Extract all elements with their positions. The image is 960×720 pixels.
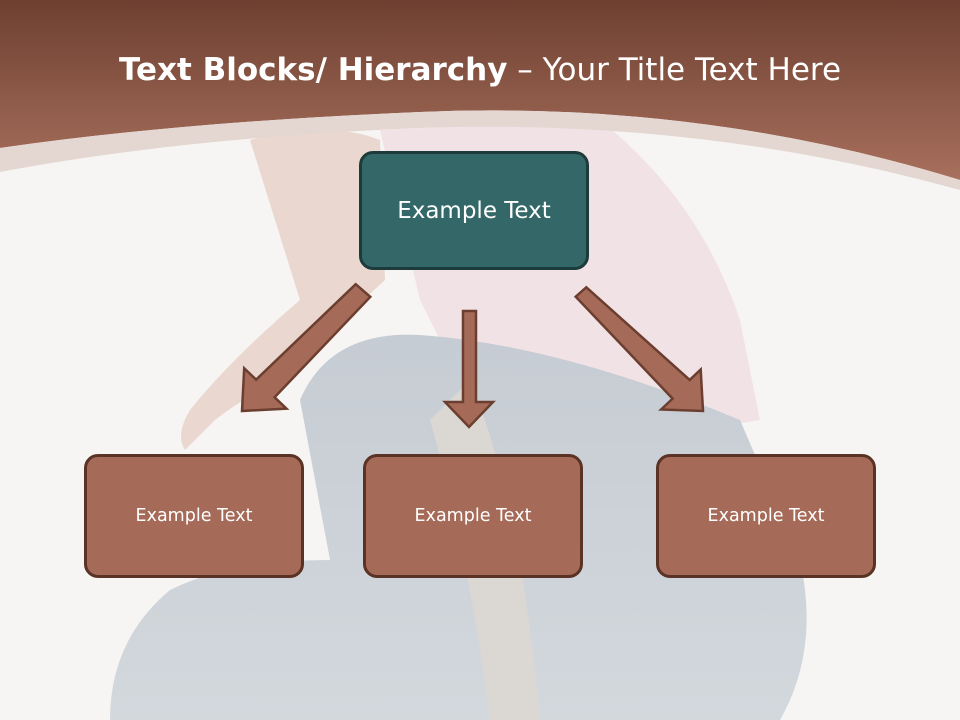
- child-box-2: Example Text: [363, 454, 583, 578]
- header-band: [0, 0, 960, 180]
- arrow-center: [442, 309, 496, 429]
- slide-title: Text Blocks/ Hierarchy – Your Title Text…: [0, 52, 960, 88]
- arm-shape: [181, 130, 385, 450]
- arrow-left: [240, 282, 373, 413]
- arrow-right: [573, 285, 705, 413]
- title-rest: – Your Title Text Here: [507, 52, 842, 88]
- child-box-1: Example Text: [84, 454, 304, 578]
- top-box: Example Text: [359, 151, 589, 270]
- title-bold: Text Blocks/ Hierarchy: [118, 52, 508, 88]
- child-box-3: Example Text: [656, 454, 876, 578]
- header-curve: [0, 110, 960, 190]
